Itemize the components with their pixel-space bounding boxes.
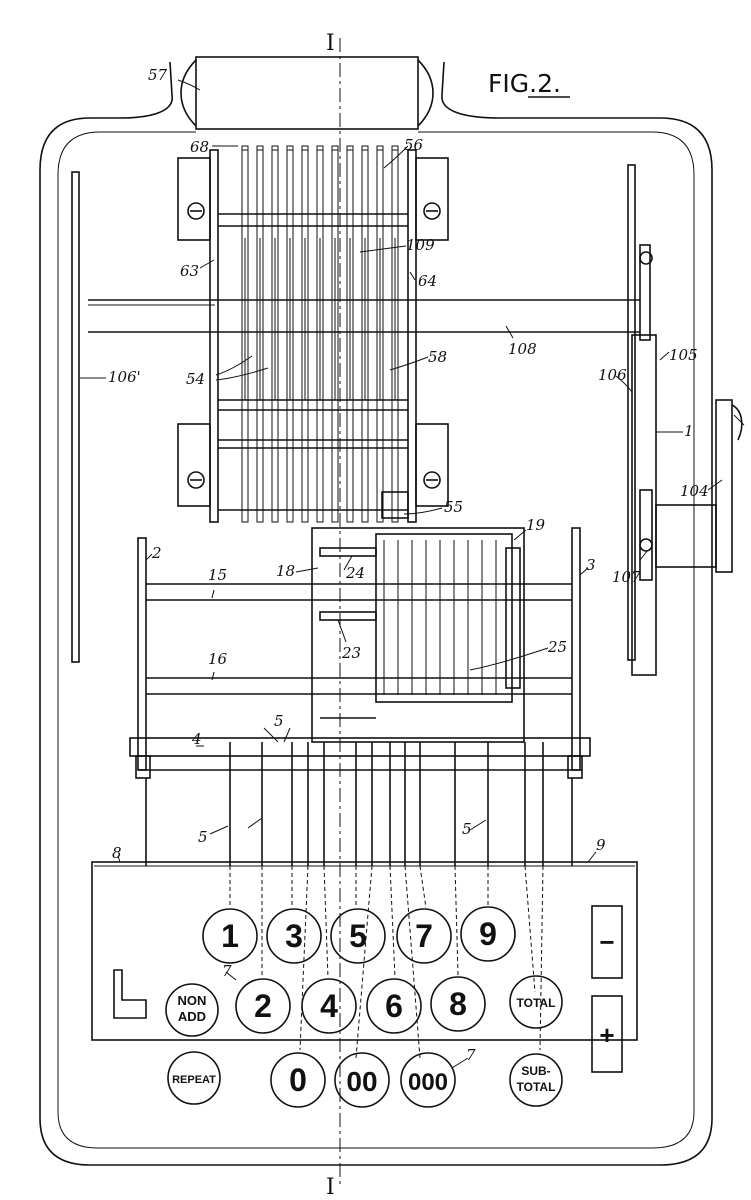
leader-lines [80,79,723,1069]
ref-107: 107 [612,568,641,586]
key-link-lines [229,865,544,1059]
ref-7-left: 7 [222,962,232,980]
ref-2: 2 [151,544,162,562]
ref-18: 18 [276,562,295,580]
paper-roll [119,56,501,130]
section-mark-bottom: I [326,1175,335,1200]
key-4-label: 4 [320,988,338,1024]
key-4[interactable]: 4 [301,978,357,1034]
guide-plate-4 [129,737,591,866]
section-mark-top: I [326,31,335,56]
key-non-add-line2: ADD [178,1009,206,1024]
ref-104: 104 [680,482,709,500]
ref-23: 23 [341,644,361,662]
key-5-label: 5 [349,918,367,954]
key-6-label: 6 [385,988,403,1024]
key-5[interactable]: 5 [330,908,386,964]
reference-numerals: 57 68 56 109 63 64 108 105 106' 106 54 5… [108,66,709,1064]
ref-8: 8 [112,844,122,862]
key-total-label: TOTAL [517,996,556,1010]
ref-68: 68 [190,138,209,156]
ref-56: 56 [404,136,424,154]
key-1-label: 1 [221,918,239,954]
ref-54: 54 [186,370,205,388]
ref-63: 63 [180,262,199,280]
key-7-label: 7 [415,918,433,954]
key-0-label: 0 [289,1062,307,1098]
ref-109: 109 [406,236,435,254]
key-8[interactable]: 8 [430,976,486,1032]
key-6[interactable]: 6 [366,978,422,1034]
ref-19: 19 [526,516,546,534]
key-3[interactable]: 3 [266,908,322,964]
key-2-label: 2 [254,988,272,1024]
ref-55: 55 [444,498,463,516]
ref-58: 58 [428,348,447,366]
key-subtotal-line2: TOTAL [517,1080,556,1094]
key-minus-label: − [599,927,614,957]
ref-3: 3 [586,556,596,574]
ref-4: 4 [191,730,202,748]
key-00-label: 00 [346,1066,377,1097]
ref-1: 1 [684,422,694,440]
key-000[interactable]: 000 [400,1052,456,1108]
ref-16: 16 [208,650,228,668]
ref-108: 108 [508,340,537,358]
type-bars [241,145,399,523]
key-total[interactable]: TOTAL [509,975,563,1029]
housing-outer [39,117,713,1166]
ref-5-right: 5 [462,820,472,838]
ref-105: 105 [669,346,698,364]
key-0[interactable]: 0 [270,1052,326,1108]
key-plus[interactable]: + [591,995,623,1073]
ref-57: 57 [148,66,168,84]
ref-25: 25 [547,638,567,656]
ref-5-top: 5 [274,712,284,730]
ref-24: 24 [345,564,365,582]
key-minus[interactable]: − [591,905,623,979]
ref-106prime: 106' [108,368,141,386]
ref-15: 15 [208,566,227,584]
cross-bar-108 [88,299,640,333]
ref-106: 106 [598,366,627,384]
key-subtotal[interactable]: SUB- TOTAL [509,1053,563,1107]
key-non-add[interactable]: NON ADD [165,983,219,1037]
key-9[interactable]: 9 [460,906,516,962]
right-mechanism [627,164,745,676]
housing-inner [57,131,695,1149]
key-3-label: 3 [285,918,303,954]
ref-5-left: 5 [198,828,208,846]
ref-7-right: 7 [466,1046,476,1064]
key-plus-label: + [599,1020,614,1050]
ref-64: 64 [418,272,437,290]
figure-title: FIG.2. [488,69,561,98]
key-stems [229,742,544,866]
key-1[interactable]: 1 [202,908,258,964]
key-repeat-label: REPEAT [172,1074,216,1086]
key-00[interactable]: 00 [334,1052,390,1108]
key-9-label: 9 [479,916,497,952]
key-2[interactable]: 2 [235,978,291,1034]
key-8-label: 8 [449,986,467,1022]
key-repeat[interactable]: REPEAT [167,1051,221,1105]
ref-9: 9 [596,836,606,854]
print-frame [177,149,449,523]
key-7[interactable]: 7 [396,908,452,964]
keyboard-plate [91,861,638,1041]
key-subtotal-line1: SUB- [521,1064,550,1078]
key-non-add-line1: NON [178,993,207,1008]
key-000-label: 000 [408,1069,448,1096]
bar-106prime [71,171,80,663]
